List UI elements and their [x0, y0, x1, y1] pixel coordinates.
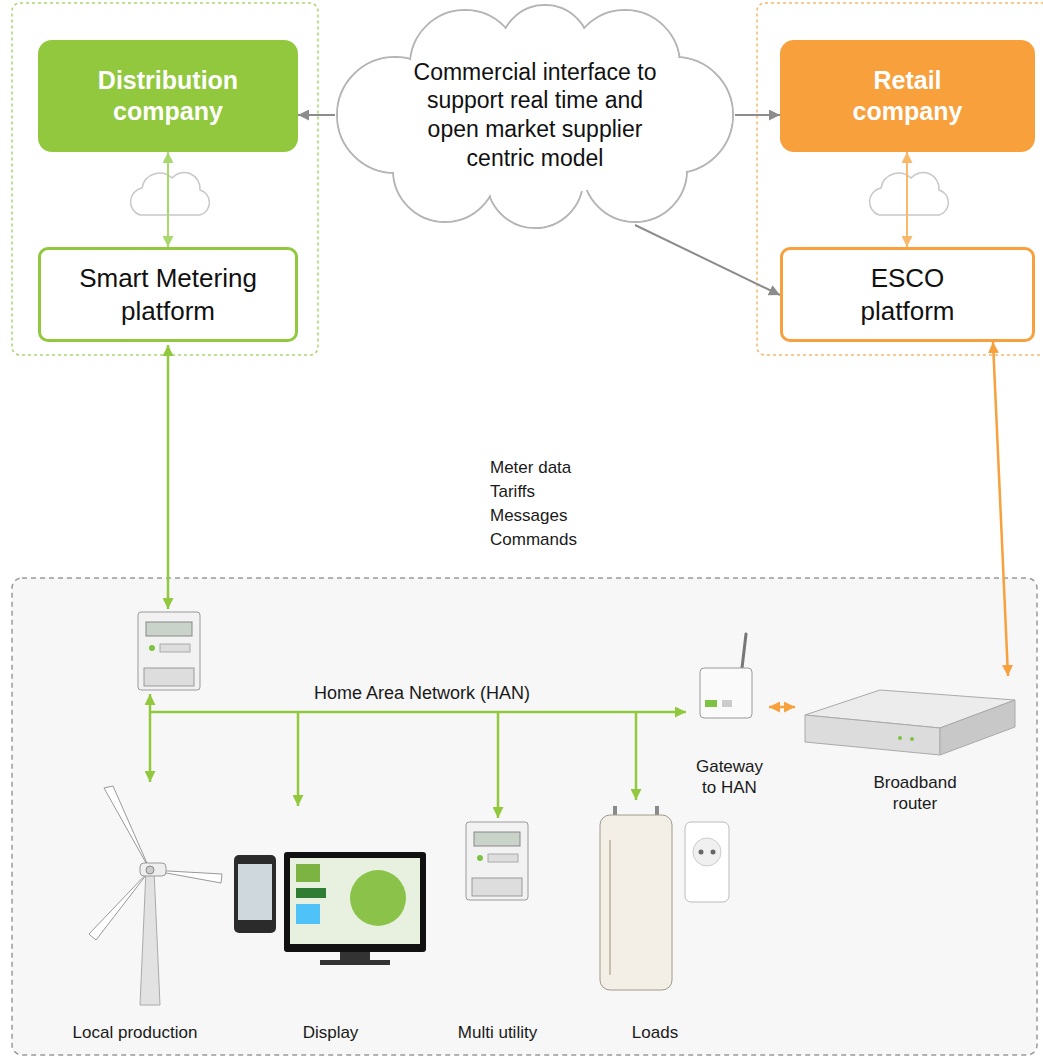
- device-node: Loads: [580, 805, 730, 1045]
- bus-drop: [149, 694, 152, 712]
- router-led: [898, 736, 902, 740]
- home-region: [12, 578, 1037, 1055]
- connector-arrow: [993, 342, 1008, 676]
- node-text: ESCO platform: [833, 262, 983, 327]
- retail-region: [757, 3, 1043, 355]
- node-text: Smart Metering platform: [53, 262, 283, 327]
- meter-led: [477, 855, 483, 861]
- turbine-blade: [104, 786, 150, 870]
- device-node: Gateway to HAN: [690, 630, 769, 800]
- plug-hole: [711, 850, 716, 855]
- meter-lcd: [146, 622, 192, 636]
- node-text: Distribution company: [53, 65, 283, 128]
- node-text: Gateway to HAN: [692, 756, 767, 799]
- bus-drop: [635, 712, 638, 800]
- plug-socket: [693, 838, 721, 866]
- turbine-hub: [146, 866, 154, 874]
- company-box: Retail company: [780, 40, 1035, 152]
- annotation-label: Home Area Network (HAN): [314, 683, 530, 705]
- device-node: Local production: [45, 785, 225, 1045]
- meter-terminal: [144, 668, 194, 686]
- gateway-port: [722, 700, 732, 707]
- turbine-nacelle: [140, 863, 166, 876]
- device-node: Multi utility: [445, 820, 550, 1045]
- platform-box: Smart Metering platform: [38, 247, 298, 342]
- tv-stand: [340, 952, 370, 960]
- platform-box: ESCO platform: [780, 247, 1035, 342]
- bus-line: [150, 711, 686, 714]
- cloud-outline: [335, 5, 735, 225]
- meter-led: [149, 645, 155, 651]
- pipe: [655, 806, 659, 815]
- phone-body: [234, 855, 276, 933]
- tv-globe: [350, 870, 406, 926]
- bus-drop: [297, 712, 300, 806]
- display-icon: [234, 852, 426, 965]
- meter-body: [466, 822, 528, 900]
- loads-icon: [600, 806, 729, 990]
- router-front: [805, 715, 940, 755]
- network-cloud: [870, 173, 949, 215]
- bus-drop: [497, 712, 500, 818]
- annotation-label: Commands: [490, 530, 577, 550]
- device-node: Broadband router: [795, 676, 1035, 816]
- node-text: Broadband router: [865, 772, 965, 815]
- connector-arrow: [635, 225, 780, 295]
- han-bus: [150, 694, 686, 818]
- interface-cloud: Commercial interface to support real tim…: [335, 5, 735, 225]
- meter-terminal: [472, 878, 522, 896]
- cloud-fill: [385, 35, 685, 195]
- node-text: Display: [303, 1022, 359, 1043]
- heater-pipe: [609, 840, 611, 975]
- gateway-body: [700, 668, 752, 718]
- tv-badge: [296, 904, 320, 924]
- node-text: Retail company: [823, 65, 993, 128]
- tv-badge: [296, 888, 326, 898]
- node-text: Commercial interface to support real tim…: [410, 58, 660, 173]
- meter-body: [138, 612, 200, 690]
- turbine-tower: [140, 870, 160, 1005]
- water-heater: [600, 815, 672, 990]
- multi-utility-meter-icon: [466, 822, 528, 900]
- connector-arrow: [769, 706, 795, 709]
- device-node: Display: [228, 810, 433, 1045]
- meter-lcd: [474, 832, 520, 846]
- connector-arrow: [298, 114, 335, 116]
- network-cloud: [131, 173, 210, 215]
- router-led: [910, 737, 914, 741]
- pipe: [613, 806, 617, 815]
- connector-arrow: [906, 152, 908, 247]
- connector-arrow: [167, 152, 169, 247]
- distribution-region: [12, 3, 318, 355]
- meter-plate: [488, 854, 518, 862]
- bus-drop: [149, 712, 152, 782]
- tv-badge: [296, 864, 320, 882]
- node-text: Multi utility: [458, 1022, 537, 1043]
- router-icon: [805, 690, 1015, 755]
- phone-screen: [238, 864, 272, 920]
- tv-screen: [290, 858, 420, 944]
- company-box: Distribution company: [38, 40, 298, 152]
- antenna: [742, 634, 746, 668]
- gateway-icon: [700, 634, 752, 718]
- turbine-blade: [89, 870, 150, 940]
- node-text: Local production: [73, 1022, 198, 1043]
- annotation-label: Meter data: [490, 458, 571, 478]
- node-text: Loads: [632, 1022, 678, 1043]
- smart-plug: [685, 822, 729, 902]
- meter-plate: [160, 644, 190, 652]
- meter-link: [167, 345, 170, 609]
- annotation-label: Tariffs: [490, 482, 535, 502]
- connector-arrow: [735, 114, 780, 116]
- plug-hole: [699, 850, 704, 855]
- annotation-label: Messages: [490, 506, 567, 526]
- wind-turbine-icon: [89, 786, 222, 1005]
- router-side: [940, 700, 1015, 755]
- smart-meter-icon: [138, 612, 200, 690]
- tv-frame: [284, 852, 426, 952]
- gateway-port: [705, 700, 717, 707]
- tv-base: [320, 960, 390, 965]
